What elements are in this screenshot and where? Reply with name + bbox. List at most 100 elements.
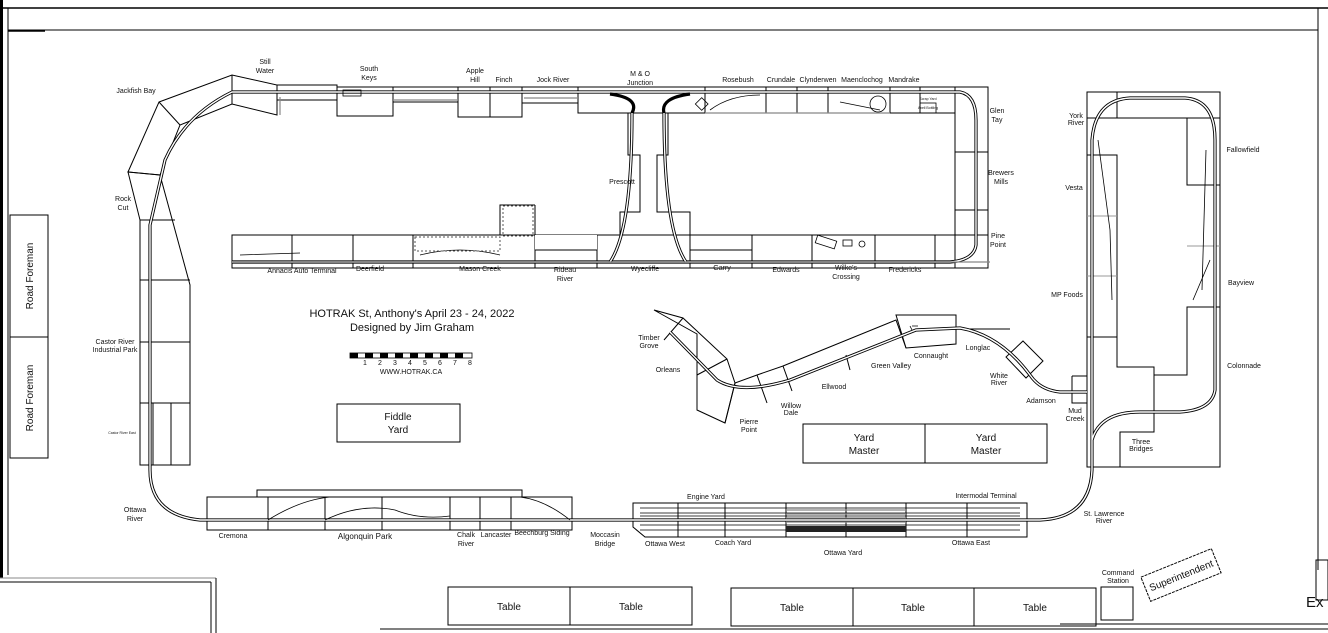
label-castor-river-ip-2: Industrial Park [93,347,138,354]
label-edwards: Edwards [772,267,800,274]
label-prescott: Prescott [609,179,635,186]
label-willow-dale-2: Dale [784,410,799,417]
label-pine-point-2: Point [990,242,1006,249]
scale-bar [349,352,473,359]
label-pierre-point-2: Point [741,427,757,434]
fiddle-yard-label: Fiddle [384,412,412,423]
label-connaught: Connaught [914,353,948,360]
label-still-water: Still [259,59,271,66]
label-pine-point: Pine [991,233,1005,240]
label-mandrake: Mandrake [888,77,919,84]
website-label: WWW.HOTRAK.CA [380,369,443,376]
label-south-keys: South [360,66,378,73]
superintendent-position: Superintendent [1140,548,1222,602]
label-fredericks: Fredericks [889,267,922,274]
exit-label: Ex [1306,594,1324,611]
label-longlac: Longlac [966,345,991,352]
designer-credit: Designed by Jim Graham [350,322,474,334]
yard-master-label-1b: Master [849,446,880,457]
label-wyecliffe: Wyecliffe [631,266,659,273]
table-label-2: Table [619,602,643,613]
scale-tick-7: 7 [453,360,457,367]
label-lancaster: Lancaster [481,532,512,539]
label-pierre-point: Pierre [740,419,759,426]
label-cremona: Cremona [219,533,248,540]
label-wilkes-crossing: Wilke's [835,265,857,272]
label-apple-hill: Apple [466,68,484,75]
label-bayview: Bayview [1228,280,1255,287]
label-castor-river-ip: Castor River [96,339,136,346]
label-apple-hill-2: Hill [470,77,480,84]
scale-tick-4: 4 [408,360,412,367]
label-algonquin-park: Algonquin Park [338,532,393,541]
label-moccasin-bridge: Moccasin [590,532,620,539]
label-fallowfield: Fallowfield [1226,147,1259,154]
fiddle-yard-label-2: Yard [388,425,408,436]
label-engine-yard: Engine Yard [687,494,725,501]
title-block: HOTRAK St, Anthony's April 23 - 24, 2022… [309,308,514,376]
label-ottawa-yard: Ottawa Yard [824,550,862,557]
label-castor-river-east: Castor River East [108,431,135,435]
label-ottawa-west: Ottawa West [645,541,685,548]
label-south-keys-2: Keys [361,75,377,82]
yard-master-box-2 [924,423,1048,464]
label-mo-junction-2: Junction [627,80,653,87]
operating-positions: Fiddle Yard Yard Master Yard Master Tabl… [336,403,1324,627]
yard-master-label-1: Yard [854,433,874,444]
scale-tick-2: 2 [378,360,382,367]
label-ottawa-east: Ottawa East [952,540,990,547]
benchwork [127,74,1221,538]
scale-tick-8: 8 [468,360,472,367]
label-chalk-river-2: River [458,541,475,548]
label-white-river: White [990,373,1008,380]
label-brewers-mills: Brewers [988,170,1014,177]
label-timber-grove: Timber [638,335,660,342]
label-three-bridges: Three [1132,439,1150,446]
label-glen-tay: Glen [990,108,1005,115]
label-finch: Finch [495,77,512,84]
road-foreman-label-2: Road Foreman [25,365,36,432]
yard-master-label-2b: Master [971,446,1002,457]
label-coach-yard: Coach Yard [715,540,751,547]
label-deerfield: Deerfield [356,266,384,273]
label-mo-junction: M & O [630,71,650,78]
label-beechburg-siding: Beechburg Siding [514,530,569,537]
table-label-4: Table [901,603,925,614]
label-brewers-mills-2: Mills [994,179,1008,186]
command-station-box [1100,586,1134,621]
label-maenclochog: Maenclochog [841,77,883,84]
label-adamson: Adamson [1026,398,1056,405]
table-label-5: Table [1023,603,1047,614]
label-axell-bottling: Axell Bottling [918,106,938,110]
label-mp-foods: MP Foods [1051,292,1083,299]
label-scrap-yard: Scrap Yard [919,97,936,101]
label-timber-grove-2: Grove [639,343,658,350]
label-rideau-river: Rideau [554,267,576,274]
label-ellwood: Ellwood [822,384,847,391]
label-mason-creek: Mason Creek [459,266,501,273]
label-three-bridges-2: Bridges [1129,446,1153,453]
yard-master-label-2: Yard [976,433,996,444]
label-annacis: Annacis Auto Terminal [267,268,337,275]
label-green-valley: Green Valley [871,363,911,370]
command-station-label-2: Station [1107,578,1129,585]
label-chalk-river: Chalk [457,532,475,539]
label-ottawa-river: Ottawa [124,507,146,514]
label-orleans: Orleans [656,367,681,374]
label-york-river-2: River [1068,120,1085,127]
road-foreman-box-2 [9,336,49,459]
label-jackfish-bay: Jackfish Bay [116,88,156,95]
label-jock-river: Jock River [537,77,570,84]
label-rock-cut: Rock [115,196,131,203]
label-york-river: York [1069,113,1083,120]
scale-tick-6: 6 [438,360,442,367]
label-glen-tay-2: Tay [992,117,1003,124]
label-ottawa-river-2: River [127,516,144,523]
station-labels: Still Water South Keys Apple Hill Finch … [93,59,1261,557]
label-mud-creek: Mud [1068,408,1082,415]
road-foreman-area: Road Foreman Road Foreman [9,214,49,459]
layout-title: HOTRAK St, Anthony's April 23 - 24, 2022 [309,308,514,320]
scale-tick-5: 5 [423,360,427,367]
label-st-lawrence-river-2: River [1096,518,1113,525]
